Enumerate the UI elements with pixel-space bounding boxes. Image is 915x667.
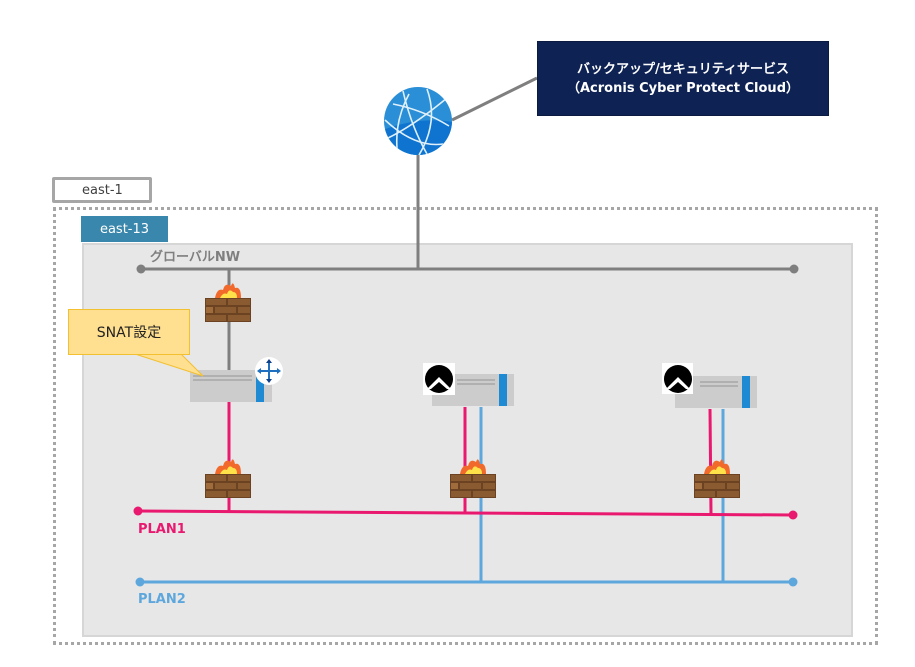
callout-pointer <box>131 352 204 377</box>
firewall-icon <box>450 459 496 498</box>
plan2-endpoint-left <box>135 577 145 587</box>
service-title: バックアップ/セキュリティサービス <box>577 61 789 77</box>
service-subtitle: （Acronis Cyber Protect Cloud） <box>567 80 799 96</box>
zone-label: east-13 <box>81 216 168 242</box>
service-link <box>451 76 538 122</box>
rocky-linux-icon <box>662 363 693 394</box>
server-device[interactable] <box>423 363 518 409</box>
plan1-line <box>137 509 794 517</box>
plan2-label: PLAN2 <box>138 592 186 607</box>
region-label: east-1 <box>52 177 152 203</box>
rocky-linux-icon <box>423 363 455 395</box>
global-nw-label: グローバルNW <box>150 250 241 265</box>
globe-icon <box>384 87 452 155</box>
snat-callout: SNAT設定 <box>68 309 190 355</box>
router-move-icon <box>255 357 283 385</box>
global-nw-endpoint-left <box>136 264 146 274</box>
plan1-label: PLAN1 <box>138 522 186 537</box>
backup-security-service-box: バックアップ/セキュリティサービス （Acronis Cyber Protect… <box>537 41 829 116</box>
server-device[interactable] <box>662 363 757 409</box>
firewall-icon <box>205 459 251 498</box>
plan2-endpoint-right <box>788 577 798 587</box>
plan1-endpoint-left <box>133 506 143 516</box>
firewall-icon <box>694 459 740 498</box>
router-device[interactable] <box>189 356 285 404</box>
global-nw-endpoint-right <box>789 264 799 274</box>
region-border <box>53 207 878 645</box>
firewall-icon <box>205 283 251 322</box>
plan1-endpoint-right <box>788 510 798 520</box>
